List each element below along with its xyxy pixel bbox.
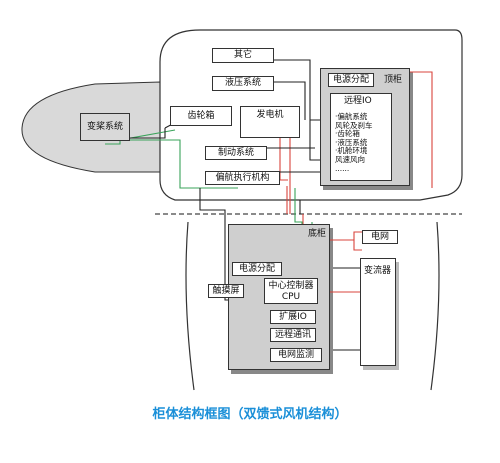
io-item: 风速风向	[335, 154, 365, 164]
remote-comm-box: 远程通讯	[270, 328, 316, 342]
yaw-actuator-box: 偏航执行机构	[205, 171, 280, 185]
cpu-label-line2: CPU	[281, 292, 301, 302]
gearbox-label: 齿轮箱	[187, 110, 215, 121]
grid-monitor-label: 电网监测	[277, 349, 314, 360]
bottom-power-dist-box: 电源分配	[232, 262, 282, 276]
remote-io-box	[330, 93, 392, 181]
hydraulic-label: 液压系统	[224, 78, 261, 88]
top-cabinet-title: 顶柜	[384, 75, 403, 85]
brake-box: 制动系统	[205, 146, 267, 160]
cpu-box: 中心控制器 CPU	[264, 278, 318, 304]
pitch-system-box: 变桨系统	[80, 113, 130, 141]
figure-caption: 柜体结构框图（双馈式风机结构）	[152, 407, 348, 422]
io-item: ·偏航系统	[335, 112, 368, 121]
pitch-system-label: 变桨系统	[86, 121, 123, 132]
io-item: ·机舱环境	[335, 146, 368, 156]
tower-left-wall	[185, 221, 195, 391]
converter-box: 变流器	[360, 258, 396, 366]
grid-monitor-box: 电网监测	[270, 348, 322, 362]
ext-io-box: 扩展IO	[270, 310, 316, 324]
other-box: 其它	[212, 48, 274, 63]
remote-comm-label: 远程通讯	[274, 329, 311, 340]
io-item: ·齿轮箱	[335, 129, 360, 139]
converter-label: 变流器	[364, 266, 392, 276]
io-items-list: ·偏航系统 风轮及刹车 ·齿轮箱 ·液压系统 ·机舱环境 风速风向 ......	[335, 112, 373, 173]
bottom-power-dist-label: 电源分配	[238, 263, 275, 274]
ext-io-label: 扩展IO	[279, 311, 307, 322]
grid-label: 电网	[370, 231, 389, 242]
gearbox-box: 齿轮箱	[170, 106, 232, 126]
bottom-cabinet-title: 底柜	[308, 229, 327, 239]
tower-right-wall	[430, 221, 440, 391]
brake-label: 制动系统	[217, 147, 254, 158]
remote-io-title: 远程IO	[344, 96, 372, 106]
io-item: 风轮及刹车	[335, 120, 373, 130]
yaw-actuator-label: 偏航执行机构	[215, 172, 270, 183]
other-label: 其它	[233, 50, 252, 60]
cpu-label-line1: 中心控制器	[268, 281, 314, 291]
top-power-dist-label: 电源分配	[332, 74, 369, 85]
io-item: ......	[335, 163, 350, 173]
generator-box: 发电机	[240, 106, 300, 138]
grid-box: 电网	[362, 230, 398, 244]
top-power-dist-box: 电源分配	[328, 73, 374, 87]
touch-screen-box: 触摸屏	[208, 284, 244, 298]
generator-label: 发电机	[256, 110, 284, 120]
io-item: ·液压系统	[335, 137, 368, 147]
touch-screen-label: 触摸屏	[212, 285, 240, 296]
hydraulic-box: 液压系统	[212, 76, 274, 91]
